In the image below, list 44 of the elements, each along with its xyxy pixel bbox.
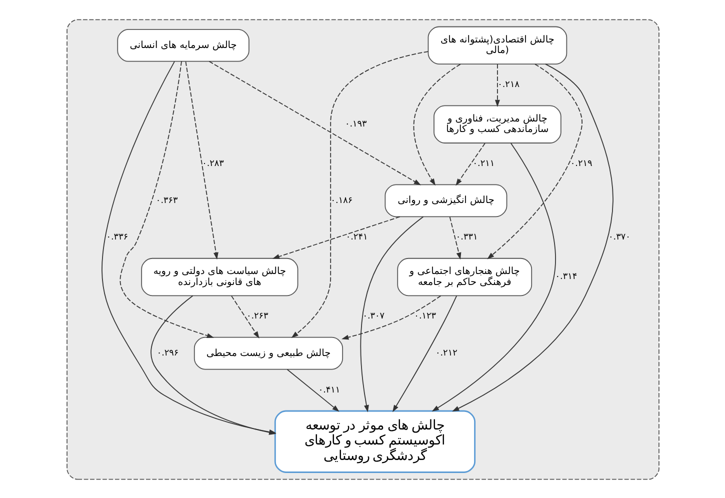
edge-label: ۰.۲۱۱ — [472, 158, 494, 169]
node-box: چالش سیاست های دولتی و رویه های قانونی بازدارنده — [140, 257, 298, 296]
arrow — [360, 216, 424, 412]
edge-label: ۰.۳۱۴ — [554, 272, 577, 282]
arrow — [455, 142, 485, 186]
node-box: چالش اقتصادی(پشتوانه های مالی) — [427, 26, 567, 64]
arrow — [290, 50, 428, 338]
arrow — [494, 63, 500, 106]
arrow — [230, 295, 259, 338]
arrow — [341, 294, 441, 340]
arrow — [448, 216, 461, 260]
arrow — [208, 60, 421, 185]
edge-label: ۰.۱۸۶ — [330, 195, 352, 206]
edge-label: ۰.۲۱۹ — [570, 158, 592, 169]
node-box: چالش مدیریت، فناوری و سازماندهی کسب و کارها — [433, 104, 561, 143]
edge-label: ۰.۱۲۳ — [414, 311, 436, 322]
node-box: چالش های موثر در توسعه اکوسیستم کسب و کارهای گردشگری روستایی — [274, 410, 476, 472]
arrow — [392, 294, 457, 412]
edge-label: ۰.۲۱۲ — [434, 348, 457, 358]
arrow — [431, 142, 556, 411]
edge-label: ۰.۳۳۱ — [455, 232, 478, 242]
cluster — [66, 18, 659, 480]
arrow — [119, 60, 214, 338]
edge-label: ۰.۳۷۰ — [608, 232, 630, 242]
edge-label: ۰.۲۱۸ — [497, 80, 519, 90]
node-box: چالش سرمایه های انسانی — [116, 28, 249, 62]
edge-label: ۰.۱۹۳ — [344, 119, 366, 130]
arrow — [286, 368, 339, 412]
arrow — [412, 63, 460, 186]
arrow — [272, 216, 400, 258]
edge-label: ۰.۲۶۳ — [246, 311, 268, 322]
node-box: چالش طبیعی و زیست محیطی — [193, 336, 343, 370]
node-box: چالش هنجارهای اجتماعی و فرهنگی حاکم بر جامعه — [396, 257, 532, 296]
node-box: چالش انگیزشی و روانی — [384, 184, 507, 217]
edge-label: ۰.۲۴۱ — [345, 232, 368, 242]
edge-label: ۰.۴۱۱ — [318, 384, 340, 395]
edge-label: ۰.۲۸۳ — [202, 158, 224, 169]
edge-label: ۰.۳۶۳ — [155, 195, 178, 206]
arrow — [452, 63, 613, 412]
edge-label: ۰.۲۹۶ — [156, 348, 178, 358]
arrow — [184, 60, 218, 260]
arrow — [486, 63, 582, 259]
edge-label: ۰.۳۰۷ — [362, 311, 384, 322]
edge-label: ۰.۳۳۶ — [106, 232, 128, 242]
